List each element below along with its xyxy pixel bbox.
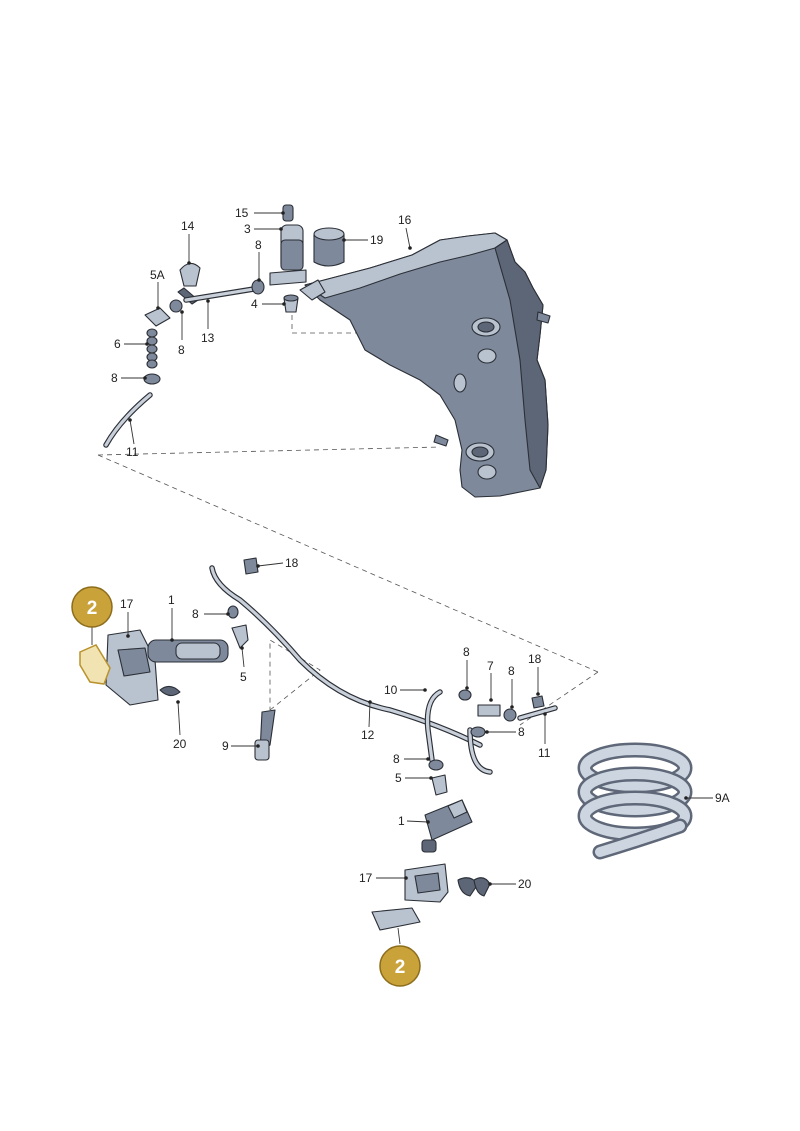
callout-19: 19	[370, 233, 384, 247]
connector-stack	[146, 328, 158, 369]
hose-coil	[577, 742, 693, 860]
upper-hose-assembly	[103, 262, 265, 448]
callout-8-h: 8	[393, 752, 400, 766]
callout-1-b: 1	[398, 814, 405, 828]
washer-fluid-reservoir	[299, 232, 551, 498]
callout-18-a: 18	[285, 556, 299, 570]
callout-20-a: 20	[173, 737, 187, 751]
badge-label: 2	[395, 957, 406, 978]
callout-5A: 5A	[150, 268, 165, 282]
callout-labels: 15 3 19 16 14 8 5A 4 8 13 6 8 11 18 17 1…	[111, 206, 730, 891]
callout-5-b: 5	[395, 771, 402, 785]
callout-6: 6	[114, 337, 121, 351]
highlight-badge-upper[interactable]: 2	[71, 586, 113, 628]
long-hose	[209, 557, 483, 748]
badge-circle	[71, 586, 113, 628]
nozzle-cover-right	[371, 907, 421, 931]
badge-circle	[379, 945, 421, 987]
callout-14: 14	[181, 219, 195, 233]
callout-18-b: 18	[528, 652, 542, 666]
callout-4: 4	[251, 297, 258, 311]
highlight-badge-lower[interactable]: 2	[379, 945, 421, 987]
callout-8-a: 8	[255, 238, 262, 252]
callout-7: 7	[487, 659, 494, 673]
callout-11-a: 11	[126, 445, 139, 459]
callout-1-a: 1	[168, 593, 175, 607]
washer-pump	[269, 204, 307, 286]
callout-16: 16	[398, 213, 412, 227]
callout-8-c: 8	[111, 371, 118, 385]
callout-20-b: 20	[518, 877, 532, 891]
nozzle-cover-left	[79, 644, 111, 685]
left-nozzle-assembly	[105, 624, 276, 761]
callout-15: 15	[235, 206, 249, 220]
callout-8-b: 8	[178, 343, 185, 357]
pump-grommet	[313, 227, 345, 267]
callout-9: 9	[222, 739, 229, 753]
callout-8-e: 8	[463, 645, 470, 659]
callout-12: 12	[361, 728, 375, 742]
callout-9A: 9A	[715, 791, 730, 805]
callout-13: 13	[201, 331, 215, 345]
callout-leaders	[91, 211, 713, 945]
plug-connector	[283, 294, 299, 313]
callout-8-f: 8	[508, 664, 515, 678]
callout-8-d: 8	[192, 607, 199, 621]
badge-label: 2	[87, 598, 98, 619]
callout-10: 10	[384, 683, 398, 697]
callout-17-b: 17	[359, 871, 373, 885]
callout-3: 3	[244, 222, 251, 236]
right-nozzle-assembly	[404, 759, 491, 903]
callout-17-a: 17	[120, 597, 134, 611]
callout-8-g: 8	[518, 725, 525, 739]
callout-11-b: 11	[538, 746, 551, 760]
right-hose-branch	[424, 689, 558, 775]
callout-5-a: 5	[240, 670, 247, 684]
